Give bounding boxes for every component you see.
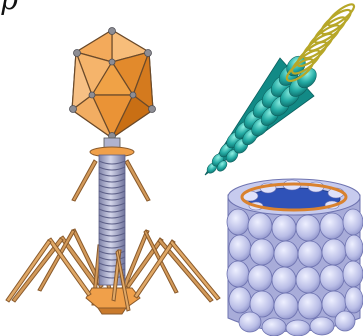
capsid-head bbox=[72, 30, 153, 138]
helical-virus-icon bbox=[205, 1, 357, 175]
collar bbox=[90, 138, 134, 157]
bacteriophage-icon bbox=[6, 28, 220, 315]
protein-barrel-icon bbox=[227, 179, 363, 336]
